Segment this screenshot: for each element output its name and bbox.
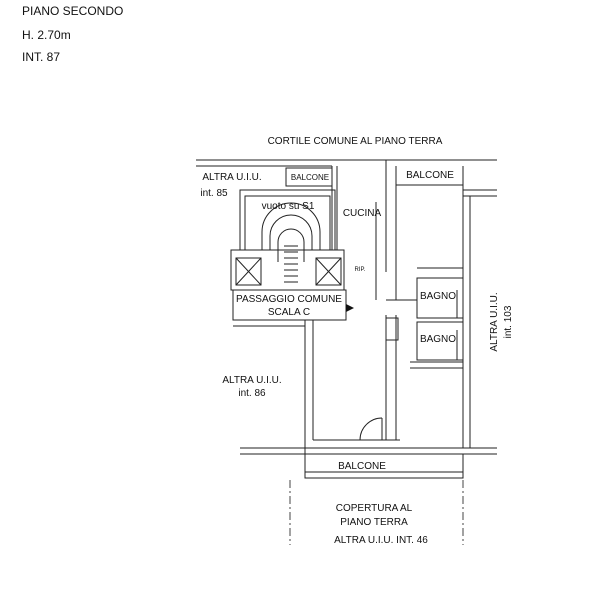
bath-1-label: BAGNO (420, 291, 456, 302)
balcony-small-label: BALCONE (291, 173, 329, 182)
other-unit-86-line1: ALTRA U.I.U. (222, 375, 281, 386)
unit-label: INT. 87 (22, 50, 61, 64)
courtyard-label: CORTILE COMUNE AL PIANO TERRA (268, 136, 443, 147)
walls (196, 159, 497, 479)
passage-arrow (346, 304, 354, 312)
void-label: vuoto su S1 (262, 201, 315, 212)
rip-label: RIP. (355, 267, 366, 273)
other-unit-85-line1: ALTRA U.I.U. (202, 172, 261, 183)
height-label: H. 2.70m (22, 28, 71, 42)
other-unit-86-line2: int. 86 (238, 388, 266, 399)
roof-label-line2: PIANO TERRA (340, 517, 408, 528)
bath-2-label: BAGNO (420, 334, 456, 345)
passage-label-line2: SCALA C (268, 307, 310, 318)
roof-label-line1: COPERTURA AL (336, 503, 413, 514)
other-unit-85-line2: int. 85 (200, 188, 228, 199)
other-unit-103-line1: ALTRA U.I.U. (489, 292, 500, 351)
other-unit-103-line2: int. 103 (503, 305, 514, 338)
kitchen-label: CUCINA (343, 208, 382, 219)
balcony-bottom-label: BALCONE (338, 461, 386, 472)
balcony-top-right-label: BALCONE (406, 170, 454, 181)
floor-label: PIANO SECONDO (22, 4, 124, 18)
roof-label-line3: ALTRA U.I.U. INT. 46 (334, 535, 428, 546)
passage-label-line1: PASSAGGIO COMUNE (236, 294, 342, 305)
